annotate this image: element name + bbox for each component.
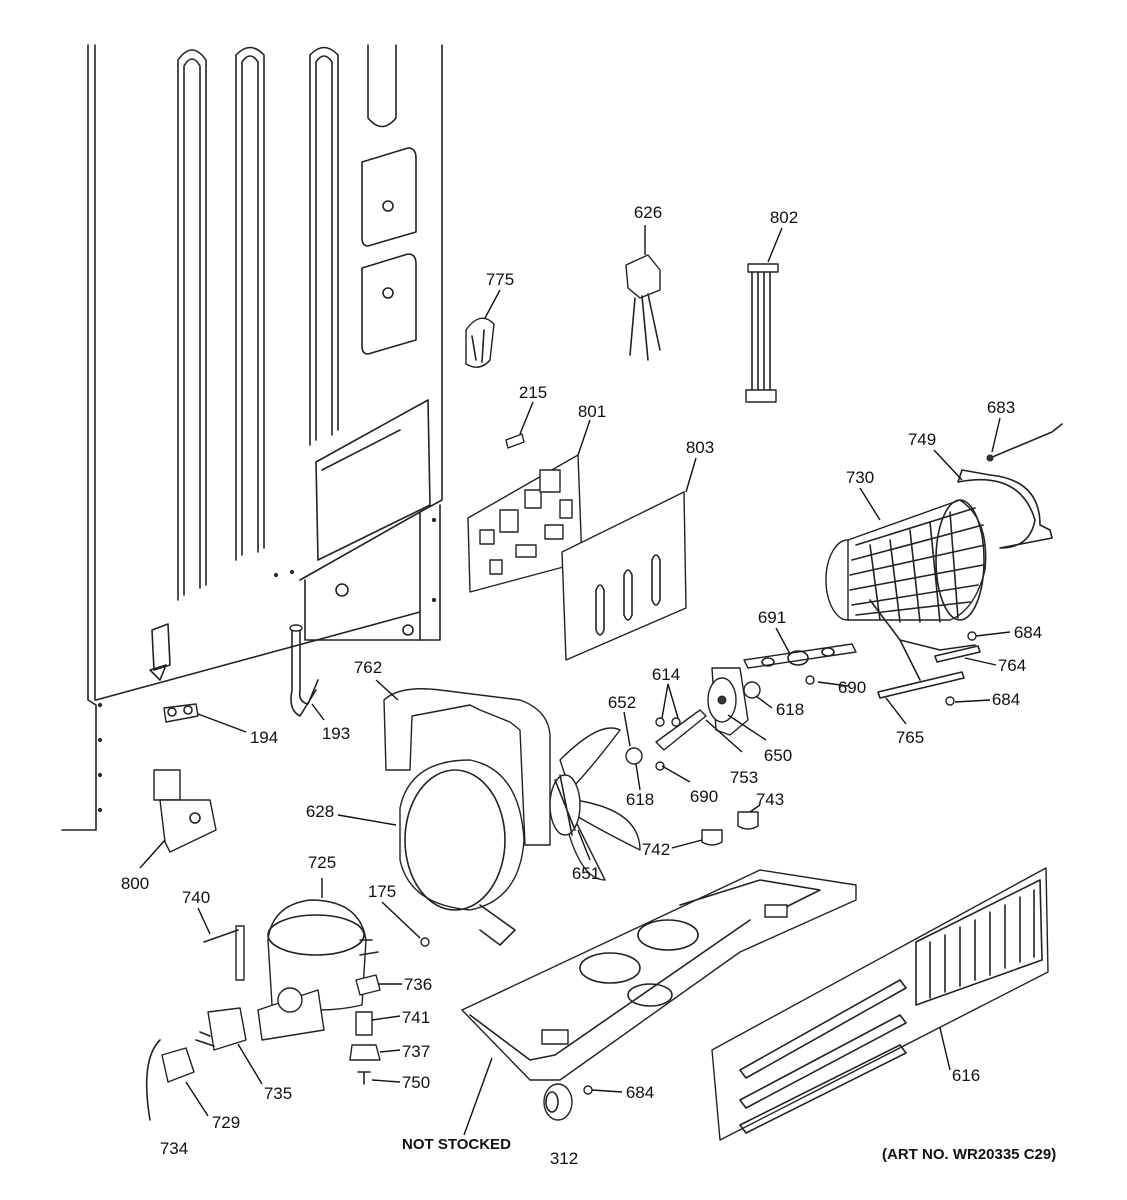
- label-684-top: 684: [1013, 623, 1043, 642]
- compressor: [235, 899, 379, 1041]
- label-765: 765: [895, 728, 925, 747]
- label-626: 626: [633, 203, 663, 222]
- label-736: 736: [403, 975, 433, 994]
- label-690-right: 690: [837, 678, 867, 697]
- label-683: 683: [986, 398, 1016, 417]
- label-730: 730: [845, 468, 875, 487]
- label-175: 175: [367, 882, 397, 901]
- leader-lines: [139, 225, 1011, 1136]
- label-750: 750: [401, 1073, 431, 1092]
- coil-clips: [877, 631, 981, 706]
- label-684-mid: 684: [991, 690, 1021, 709]
- label-628: 628: [305, 802, 335, 821]
- label-740: 740: [181, 888, 211, 907]
- fan-shroud: [383, 688, 551, 946]
- label-802: 802: [769, 208, 799, 227]
- label-737: 737: [401, 1042, 431, 1061]
- light-socket: [465, 317, 495, 368]
- power-cord-connector: [625, 254, 661, 361]
- refrigerator-back-panel: [61, 44, 443, 831]
- label-801: 801: [577, 402, 607, 421]
- art-number: (ART NO. WR20335 C29): [882, 1146, 1057, 1163]
- fan-motor: [707, 667, 749, 736]
- process-tube: [203, 929, 239, 943]
- label-742: 742: [641, 840, 671, 859]
- label-618-left: 618: [625, 790, 655, 809]
- main-control-board: [467, 454, 583, 593]
- label-215: 215: [518, 383, 548, 402]
- drain-tube: [289, 624, 319, 717]
- compressor-mounts: [349, 974, 381, 1085]
- caster-wheel: [543, 1083, 573, 1121]
- label-735: 735: [263, 1084, 293, 1103]
- label-803: 803: [685, 438, 715, 457]
- label-650: 650: [763, 746, 793, 765]
- label-684-bottom: 684: [625, 1083, 655, 1102]
- label-614: 614: [651, 665, 681, 684]
- label-800: 800: [120, 874, 150, 893]
- clip: [163, 703, 199, 723]
- label-691: 691: [757, 608, 787, 627]
- condenser-fan-blade: [549, 727, 641, 881]
- label-194: 194: [249, 728, 279, 747]
- screws: [420, 937, 593, 1095]
- cap-cover: [145, 1039, 195, 1121]
- label-729: 729: [211, 1113, 241, 1132]
- label-741: 741: [401, 1008, 431, 1027]
- label-690-left: 690: [689, 787, 719, 806]
- water-valve: [153, 769, 217, 853]
- label-312: 312: [549, 1149, 579, 1168]
- label-734: 734: [159, 1139, 189, 1158]
- rear-access-cover: [711, 867, 1049, 1141]
- relay-overload: [195, 1007, 247, 1051]
- condenser-gasket: [957, 469, 1053, 549]
- label-618-right: 618: [775, 700, 805, 719]
- grommets: [625, 675, 815, 771]
- wire-harness: [745, 263, 779, 403]
- thermistor: [505, 433, 525, 449]
- label-762: 762: [353, 658, 383, 677]
- thermal-fuse-wire: [986, 423, 1063, 462]
- label-743: 743: [755, 790, 785, 809]
- motor-bracket: [655, 643, 857, 751]
- label-725: 725: [307, 853, 337, 872]
- label-749: 749: [907, 430, 937, 449]
- label-775: 775: [485, 270, 515, 289]
- label-193: 193: [321, 724, 351, 743]
- label-753: 753: [729, 768, 759, 787]
- rubber-feet: [701, 811, 759, 846]
- condenser-coil: [825, 499, 987, 681]
- board-cover-plate: [561, 491, 687, 661]
- mounting-base: [461, 869, 857, 1081]
- label-652: 652: [607, 693, 637, 712]
- label-616: 616: [951, 1066, 981, 1085]
- label-651: 651: [571, 864, 601, 883]
- not-stocked-note: NOT STOCKED: [402, 1136, 511, 1153]
- label-764: 764: [997, 656, 1027, 675]
